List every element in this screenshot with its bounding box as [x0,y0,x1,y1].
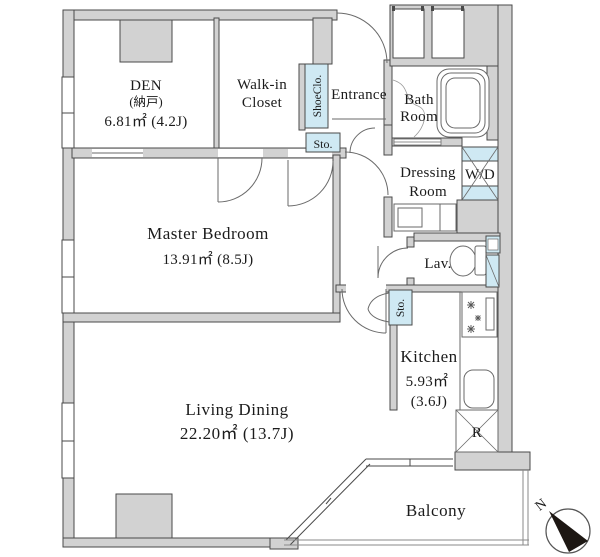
wall-bedroom-top [71,147,347,159]
living-dining-label: Living Dining [185,400,288,419]
balcony-sliding-doors [285,458,453,546]
wall-left-1 [62,9,75,78]
entrance-storage-label: Sto. [313,137,332,151]
kitchen-area: 5.93㎡ [406,373,449,390]
block-dressing-se [456,199,499,237]
bath-sliding-door [393,138,442,146]
wall-dressing-west-b [383,196,393,238]
dressing-label-1: Dressing [400,165,456,181]
pillar-living [115,493,173,539]
kitchen-label: Kitchen [400,347,457,366]
shoe-closet-cabinet [304,63,329,129]
wall-left-3 [62,312,75,404]
shoe-closet-label: ShoeClo. [312,75,324,118]
hall-storage-bifold-door [367,292,390,323]
ps-box-1 [392,8,425,59]
entrance-label: Entrance [331,87,387,103]
wall-kitchen-west [389,324,398,411]
balcony-railing [284,470,529,546]
master-bedroom-area: 13.91㎡ (8.5J) [163,251,254,268]
vanity-icon [393,203,457,232]
wall-bedroom-bottom [62,312,341,323]
bathtub-icon [436,68,490,138]
balcony-label: Balcony [406,501,466,520]
wall-bedroom-east [332,154,341,323]
lav-units [485,235,501,288]
wall-lav-west-a [406,236,415,248]
opening-living-door [346,284,386,293]
wall-wic-east-upper [312,17,333,65]
wall-hall-south [335,284,499,293]
sink-icon [463,369,495,409]
hall-storage-label: Sto. [395,299,407,317]
wall-left-2 [62,147,75,241]
lav-door-swing [377,246,409,279]
wic-door-swing [217,157,263,203]
compass-north-label: N [533,496,550,514]
wall-top [64,9,338,21]
room-labels: DEN (納戸) 6.81㎡ (4.2J) Walk-in Closet Sho… [104,75,495,520]
front-door-swing [336,12,388,64]
washer-dryer-label: W/D [465,167,495,183]
service-boxes [392,8,465,59]
master-bedroom-label: Master Bedroom [147,224,269,243]
wall-bottom [62,537,299,548]
wall-dressing-west-a [383,124,393,156]
walk-in-closet-label-2: Closet [242,95,283,111]
hall-storage-cabinet [388,289,413,326]
doors [217,12,409,334]
compass-icon: N [533,496,591,554]
kitchen-counter [459,291,498,410]
opening-bedroom [288,149,332,157]
den-area: 6.81㎡ (4.2J) [104,113,187,130]
washer-dryer-icon [461,146,499,201]
band-kitchen-south [454,451,531,471]
stove-burners [467,301,481,333]
opening-wic [218,149,263,157]
wall-left-4 [62,477,75,548]
wall-balcony-stub [269,537,299,550]
bath-curve-line [392,79,426,138]
kitchen-area-j: (3.6J) [411,394,447,410]
bath-label-1: Bath [404,92,434,108]
wall-den-wic [213,17,220,151]
bath-label-2: Room [400,109,438,125]
ps-box-2 [431,8,465,59]
living-door-swing [341,288,387,334]
wall-wic-east-lower [298,63,306,131]
bedroom-door-swing [287,160,334,207]
entrance-storage-door-swing [349,127,376,154]
refrigerator-space [455,409,499,453]
dressing-label-2: Room [409,184,447,200]
wall-openings [92,149,386,293]
ps-box-ticks [392,6,464,11]
entrance-storage-cabinet [305,132,341,153]
lavatory-label: Lav. [424,256,451,272]
dressing-door-swing [344,151,389,196]
walls [62,4,531,550]
den-label-jp: (納戸) [129,95,162,109]
pillar-den [119,19,173,63]
refrigerator-label: R [472,425,482,441]
den-label: DEN [130,78,162,94]
toilet-icon [449,245,487,277]
walk-in-closet-label-1: Walk-in [237,77,287,93]
window-ticks [62,112,74,442]
living-dining-area: 22.20㎡ (13.7J) [180,424,294,443]
